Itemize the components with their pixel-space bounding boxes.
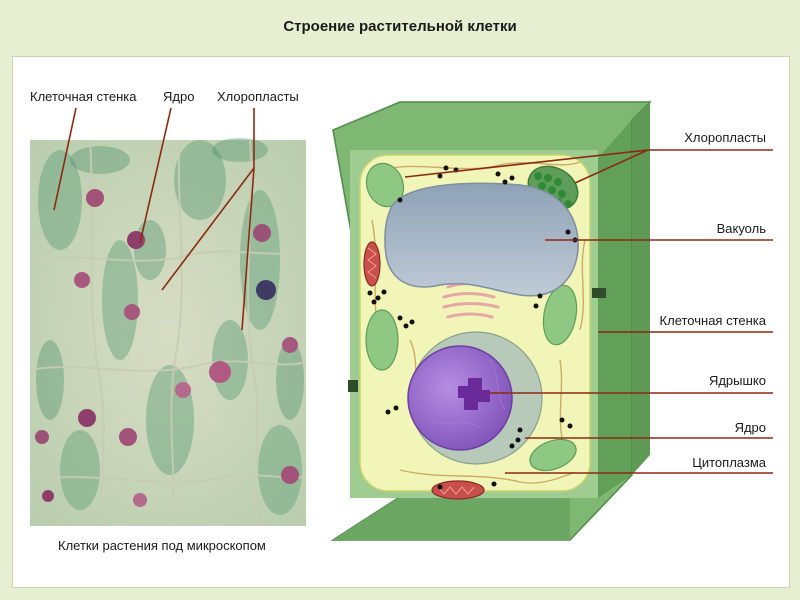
chloroplasts — [365, 162, 578, 472]
vacuole — [384, 182, 579, 297]
granules — [367, 165, 578, 490]
page-title: Строение растительной клетки — [283, 18, 517, 35]
label-micro-chloroplasts: Хлоропласты — [217, 89, 299, 104]
label-cell-chloroplasts: Хлоропласты — [684, 130, 766, 145]
nucleus — [407, 331, 543, 465]
label-cell-vacuole: Вакуоль — [716, 221, 766, 236]
mitochondria — [363, 241, 485, 500]
cell-diagram — [330, 101, 652, 541]
label-micro-nucleus: Ядро — [163, 89, 195, 104]
nucleolus — [458, 378, 490, 410]
label-cell-nucleus: Ядро — [734, 420, 766, 435]
micro-caption: Клетки растения под микроскопом — [58, 538, 266, 553]
label-cell-cytoplasm: Цитоплазма — [692, 455, 766, 470]
micro-nuclei — [35, 189, 299, 507]
label-cell-nucleolus: Ядрышко — [708, 373, 766, 388]
label-cell-wall: Клеточная стенка — [659, 313, 766, 328]
microscope-photo — [29, 138, 307, 527]
cell-pointers — [404, 149, 773, 474]
micro-pointers — [53, 107, 255, 331]
label-micro-wall: Клеточная стенка — [30, 89, 137, 104]
